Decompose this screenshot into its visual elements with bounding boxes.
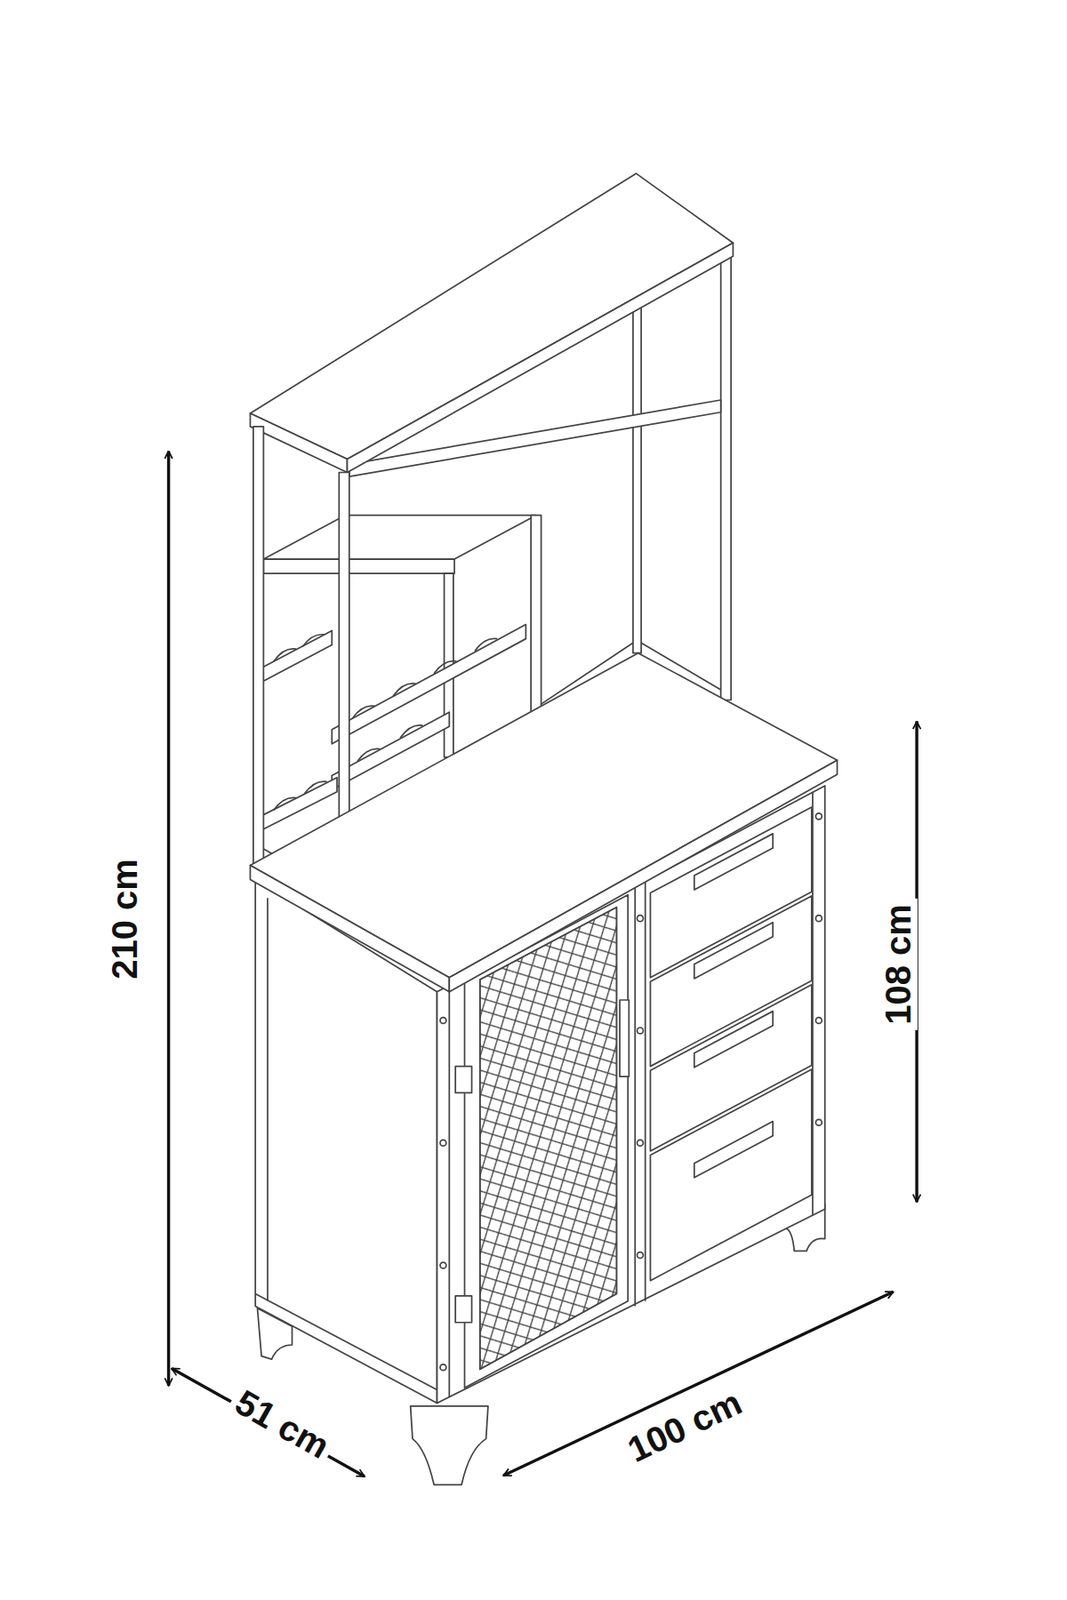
dimension-label: 100 cm xyxy=(617,1379,753,1472)
dimension-label: 108 cm xyxy=(878,898,918,1031)
dimension-arrows xyxy=(168,450,917,1477)
dimension-label: 51 cm xyxy=(224,1379,342,1469)
dimension-label: 210 cm xyxy=(104,853,145,986)
